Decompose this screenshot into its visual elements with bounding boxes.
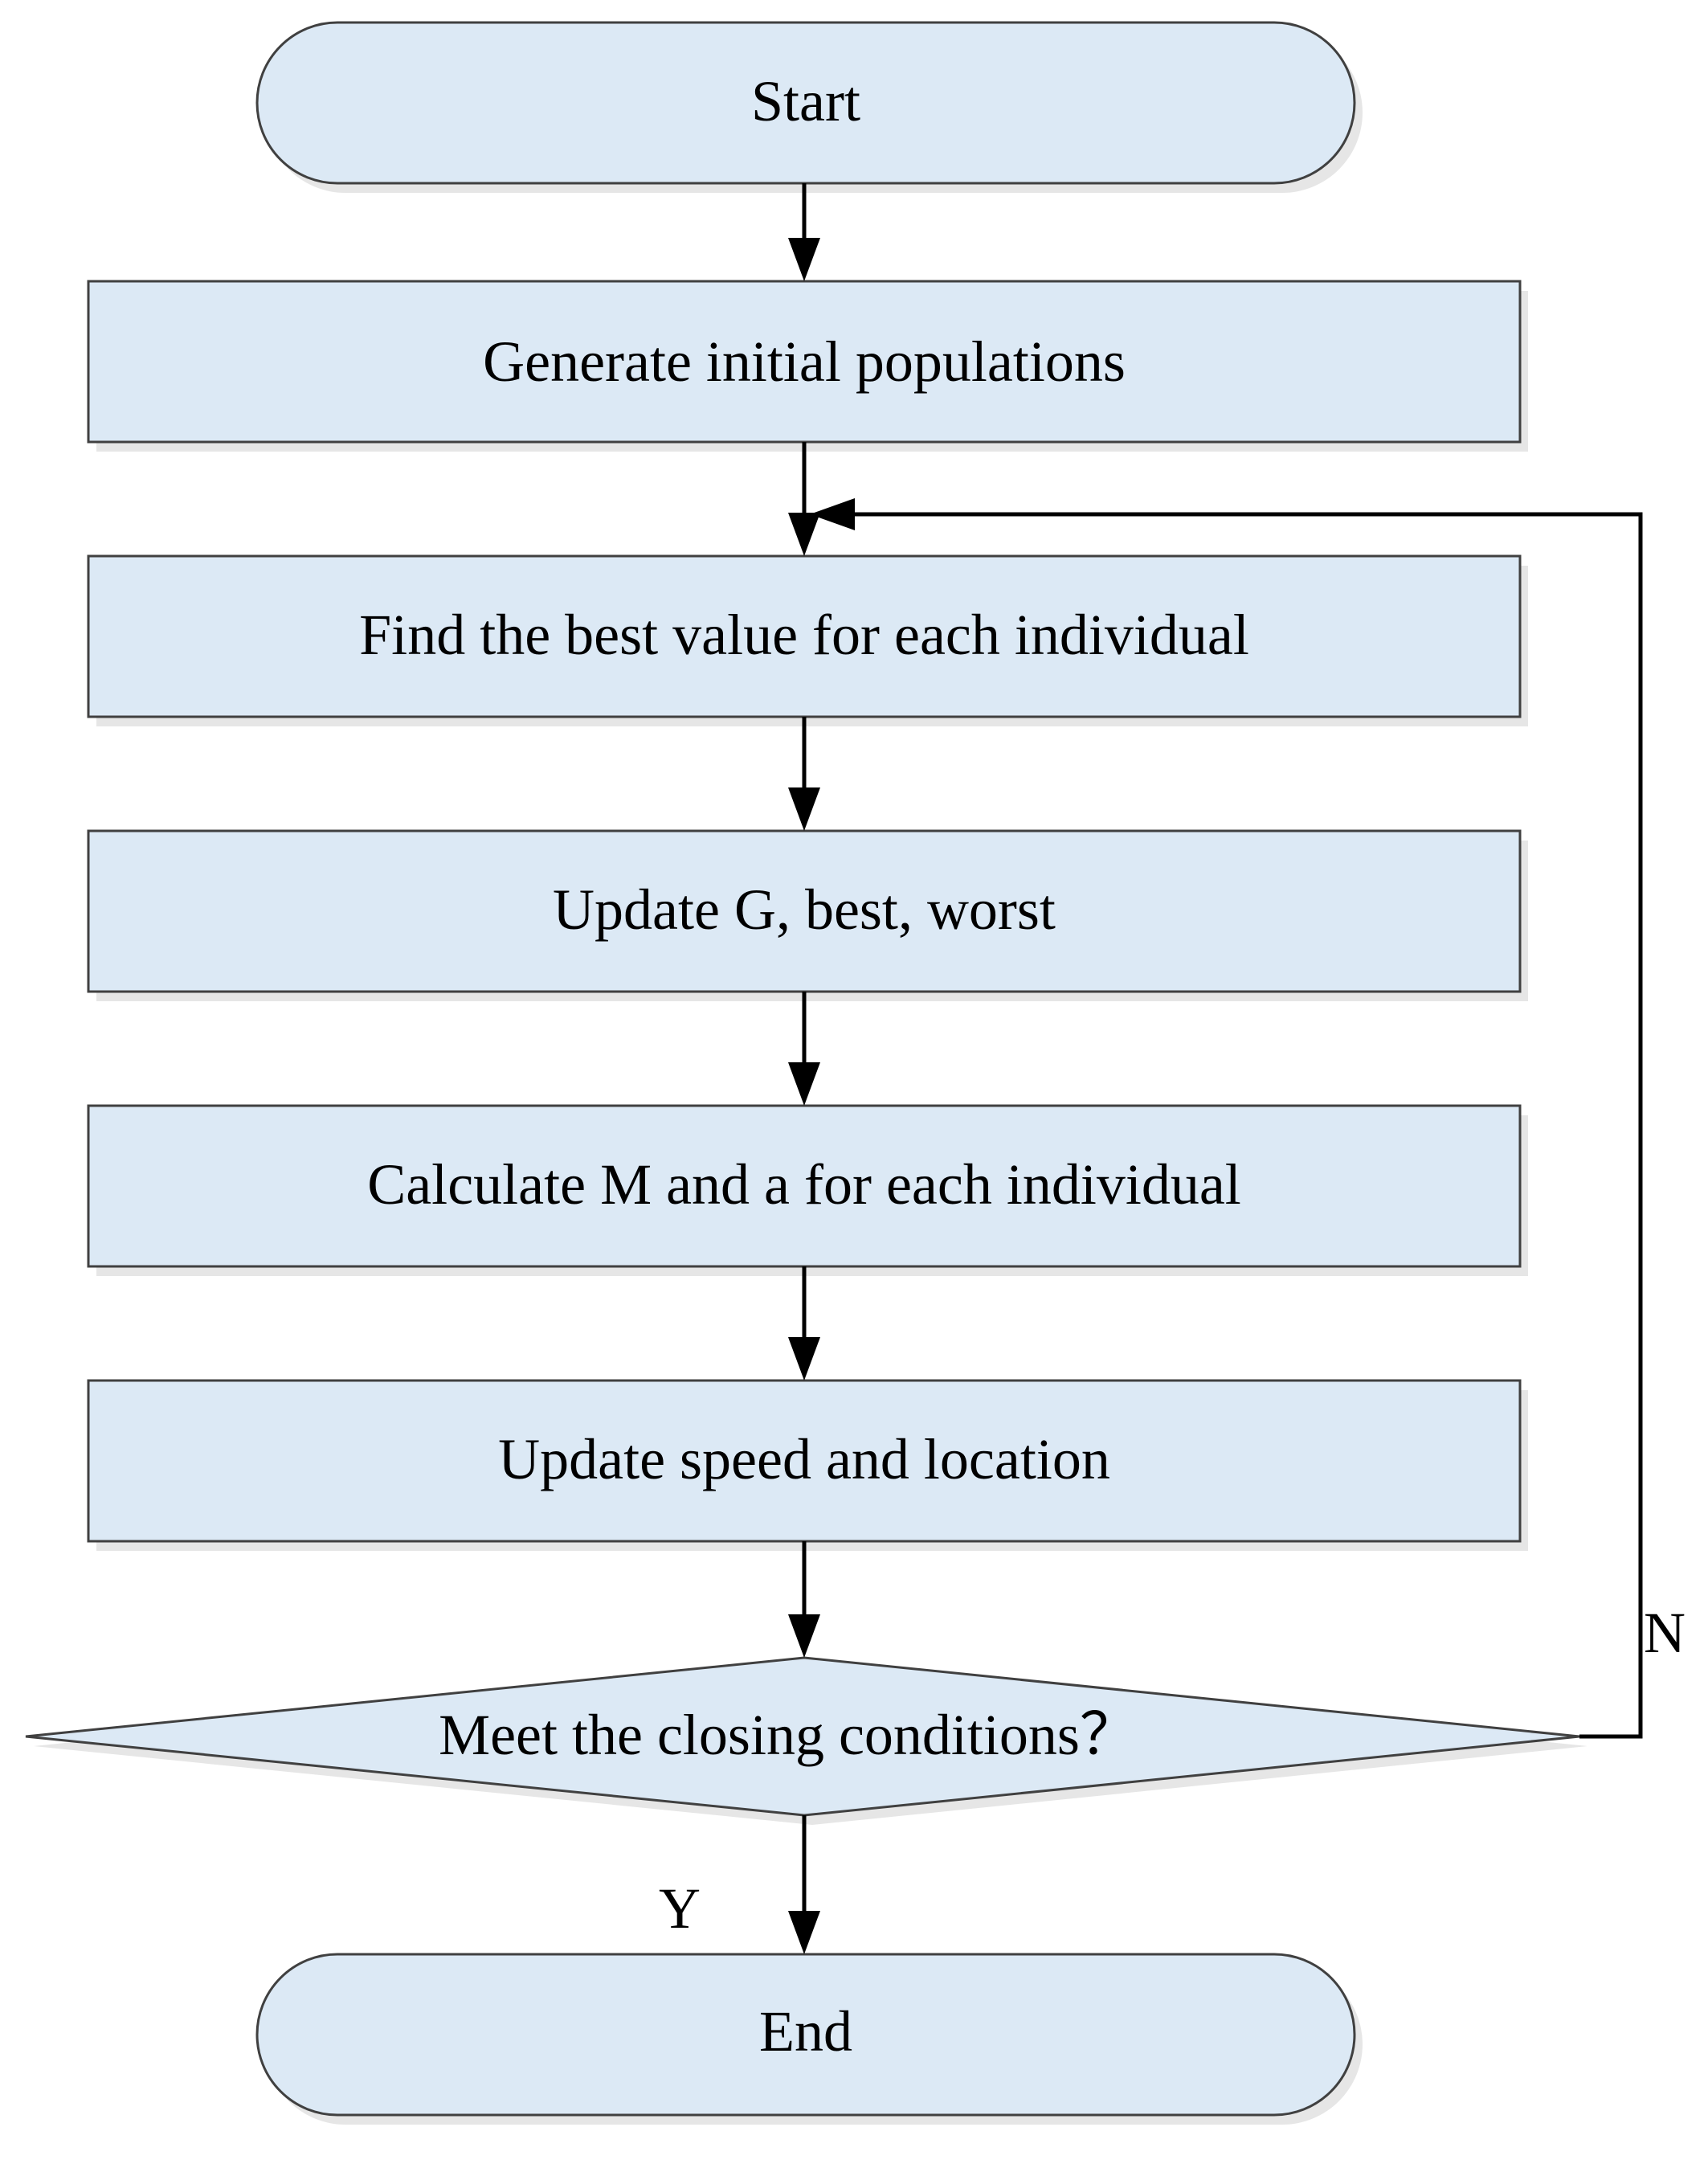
branch-label-yes: Y (659, 1876, 701, 1941)
connector-update-g-to-calculate (788, 992, 820, 1106)
closing-conditions-decision: Meet the closing conditions？ (25, 1656, 1587, 1825)
closing-conditions-label: Meet the closing conditions？ (439, 1703, 1138, 1767)
connector-find-best-to-update-g (788, 717, 820, 831)
generate-populations-node: Generate initial populations (87, 280, 1528, 452)
connector-start-to-generate (788, 183, 820, 281)
update-speed-location-label: Update speed and location (498, 1427, 1110, 1491)
update-g-best-worst-node: Update G, best, worst (87, 829, 1528, 1001)
find-best-value-label: Find the best value for each individual (359, 603, 1249, 667)
connector-generate-to-find-best (788, 442, 820, 556)
calculate-m-a-label: Calculate M and a for each individual (367, 1152, 1241, 1217)
connector-decision-to-end (788, 1815, 820, 1954)
connector-calculate-to-update-speed (788, 1266, 820, 1381)
calculate-m-a-node: Calculate M and a for each individual (87, 1104, 1528, 1276)
update-speed-location-node: Update speed and location (87, 1379, 1528, 1551)
generate-populations-label: Generate initial populations (483, 329, 1126, 394)
start-node: Start (255, 21, 1363, 193)
find-best-value-node: Find the best value for each individual (87, 554, 1528, 726)
end-node: End (255, 1953, 1363, 2125)
connector-update-speed-to-decision (788, 1541, 820, 1658)
start-label: Start (751, 69, 860, 133)
update-g-best-worst-label: Update G, best, worst (553, 877, 1056, 942)
end-label: End (759, 1999, 852, 2064)
branch-label-no: N (1644, 1601, 1686, 1665)
connector-loop-back-no (810, 498, 1643, 1739)
